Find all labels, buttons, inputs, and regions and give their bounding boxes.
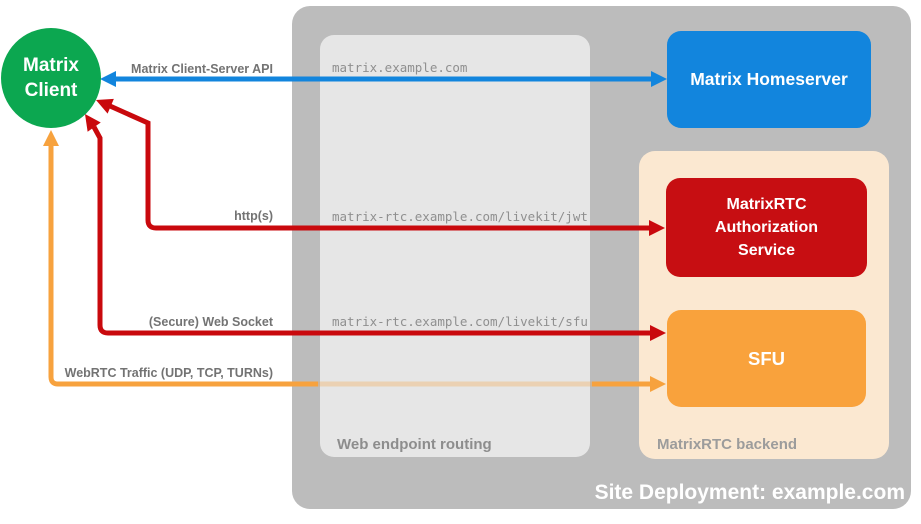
web-endpoint-routing-caption: Web endpoint routing xyxy=(337,436,492,453)
sfu-label: SFU xyxy=(748,347,785,369)
endpoint-livekit-sfu: matrix-rtc.example.com/livekit/sfu xyxy=(332,314,588,329)
auth-service-node: MatrixRTC Authorization Service xyxy=(666,178,867,277)
websocket-label: (Secure) Web Socket xyxy=(148,315,273,329)
matrix-client-label-line1: Matrix xyxy=(23,54,79,76)
site-deployment-caption: Site Deployment: example.com xyxy=(594,481,905,504)
matrix-client-node: Matrix Client xyxy=(1,28,101,128)
endpoint-matrix-hostname: matrix.example.com xyxy=(332,60,468,75)
matrix-homeserver-label: Matrix Homeserver xyxy=(690,69,848,89)
http-label: http(s) xyxy=(234,209,273,223)
web-endpoint-routing-box xyxy=(320,35,590,457)
auth-service-label-line1: MatrixRTC xyxy=(726,195,807,213)
endpoint-livekit-jwt: matrix-rtc.example.com/livekit/jwt xyxy=(332,209,588,224)
auth-service-label-line3: Service xyxy=(738,242,795,260)
client-server-api-label: Matrix Client-Server API xyxy=(131,62,273,76)
webrtc-traffic-label: WebRTC Traffic (UDP, TCP, TURNs) xyxy=(64,366,273,380)
matrix-client-label-line2: Client xyxy=(24,80,78,101)
sfu-node: SFU xyxy=(667,310,866,407)
matrixrtc-backend-caption: MatrixRTC backend xyxy=(657,436,798,453)
matrix-homeserver-node: Matrix Homeserver xyxy=(667,31,871,128)
auth-service-label-line2: Authorization xyxy=(714,218,819,236)
